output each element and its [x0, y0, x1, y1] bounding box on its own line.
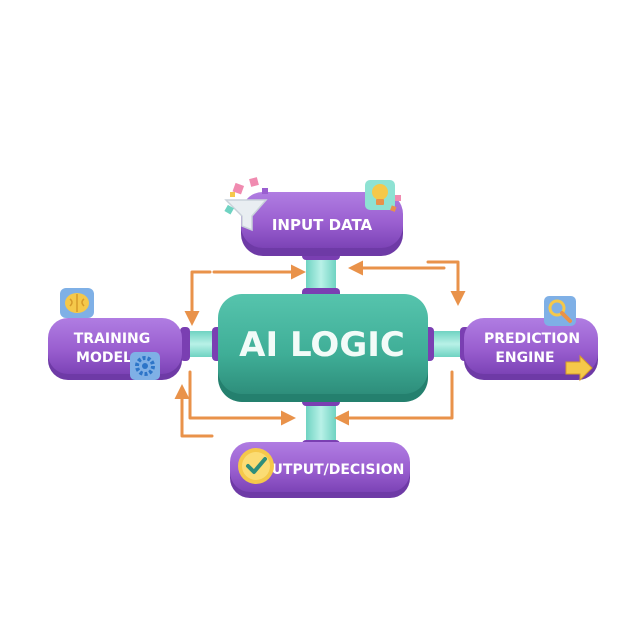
- prediction-engine-node: PREDICTION ENGINE: [464, 318, 598, 380]
- ai-logic-label: AI LOGIC: [239, 325, 405, 365]
- arrow-top-left-down: [184, 270, 212, 326]
- ai-logic-node: AI LOGIC: [218, 294, 428, 402]
- flow-arrows: [174, 260, 466, 438]
- arrow-bottom-left-low: [174, 384, 214, 438]
- checkmark-icon: [238, 448, 274, 484]
- training-model-label-line2: MODEL: [76, 350, 132, 366]
- training-model-node: TRAINING MODEL: [48, 318, 182, 380]
- input-data-label: INPUT DATA: [272, 216, 373, 234]
- training-model-label-line1: TRAINING: [74, 331, 151, 347]
- prediction-engine-label-line2: ENGINE: [495, 350, 554, 366]
- gear-icon: [130, 352, 160, 380]
- brain-icon: [60, 288, 94, 318]
- output-decision-label: OUTPUT/DECISION: [260, 462, 405, 478]
- output-decision-node: OUTPUT/DECISION: [230, 442, 410, 498]
- magnifier-icon: [544, 296, 576, 326]
- connector-right: [424, 327, 470, 361]
- connector-bottom: [302, 396, 340, 450]
- funnel-icon: [224, 177, 268, 232]
- arrow-right-icon: [565, 354, 593, 382]
- connector-top: [302, 250, 340, 298]
- arrow-right-curve: [426, 260, 466, 306]
- input-data-node: INPUT DATA: [241, 192, 403, 256]
- arrow-bottom-left: [188, 370, 296, 426]
- arrow-right-down: [334, 370, 454, 426]
- lightbulb-icon: [365, 180, 401, 212]
- prediction-engine-label-line1: PREDICTION: [484, 331, 580, 347]
- connector-left: [180, 327, 222, 361]
